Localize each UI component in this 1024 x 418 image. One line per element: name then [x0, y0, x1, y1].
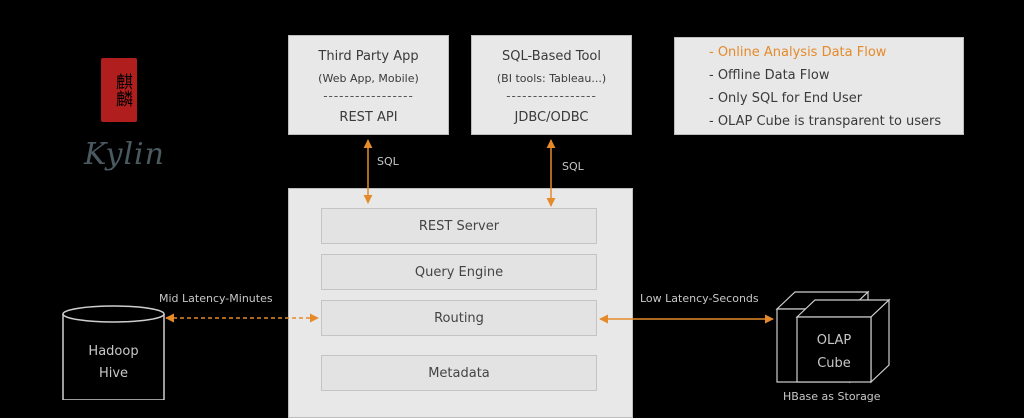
query-engine-module: Query Engine: [321, 254, 597, 290]
hadoop-label: Hadoop: [88, 344, 139, 359]
cube-label: Cube: [817, 356, 851, 371]
routing-module: Routing: [321, 300, 597, 336]
kylin-logo: 麒麟 Kylin: [78, 55, 168, 185]
feature-item: - Only SQL for End User: [709, 91, 863, 106]
feature-item: - Offline Data Flow: [709, 68, 830, 83]
client-interface: REST API: [339, 110, 398, 125]
features-box: - Online Analysis Data Flow - Offline Da…: [674, 37, 964, 135]
seal-icon: 麒麟: [101, 58, 137, 122]
client-title: Third Party App: [318, 49, 419, 64]
seal-text: 麒麟: [112, 73, 132, 107]
client-subtitle: (Web App, Mobile): [318, 72, 419, 85]
hbase-storage-label: HBase as Storage: [783, 390, 881, 403]
sql-based-tool-box: SQL-Based Tool (BI tools: Tableau...) --…: [471, 35, 632, 135]
client-divider: -----------------: [506, 89, 597, 103]
client-divider: -----------------: [323, 89, 414, 103]
olap-label: OLAP: [816, 333, 852, 348]
client-subtitle: (BI tools: Tableau...): [496, 72, 607, 85]
low-latency-label: Low Latency-Seconds: [640, 292, 759, 305]
feature-item: - OLAP Cube is transparent to users: [709, 114, 942, 129]
sql-label-right: SQL: [562, 160, 584, 173]
connection-arrows: [62, 139, 891, 400]
rest-server-module: REST Server: [321, 208, 597, 244]
feature-item: - Online Analysis Data Flow: [709, 45, 887, 60]
module-label: REST Server: [418, 219, 500, 234]
module-label: Metadata: [428, 366, 490, 381]
sql-label-left: SQL: [377, 155, 399, 168]
olap-cube-icon: [775, 290, 891, 384]
module-label: Routing: [434, 311, 484, 326]
client-title: SQL-Based Tool: [501, 49, 602, 64]
kylin-wordmark: Kylin: [84, 137, 165, 172]
client-interface: JDBC/ODBC: [514, 110, 589, 125]
mid-latency-label: Mid Latency-Minutes: [159, 292, 273, 305]
hive-label: Hive: [98, 366, 129, 381]
third-party-app-box: Third Party App (Web App, Mobile) ------…: [288, 35, 449, 135]
hadoop-cylinder-icon: [62, 305, 165, 400]
metadata-module: Metadata: [321, 355, 597, 391]
module-label: Query Engine: [414, 265, 504, 280]
